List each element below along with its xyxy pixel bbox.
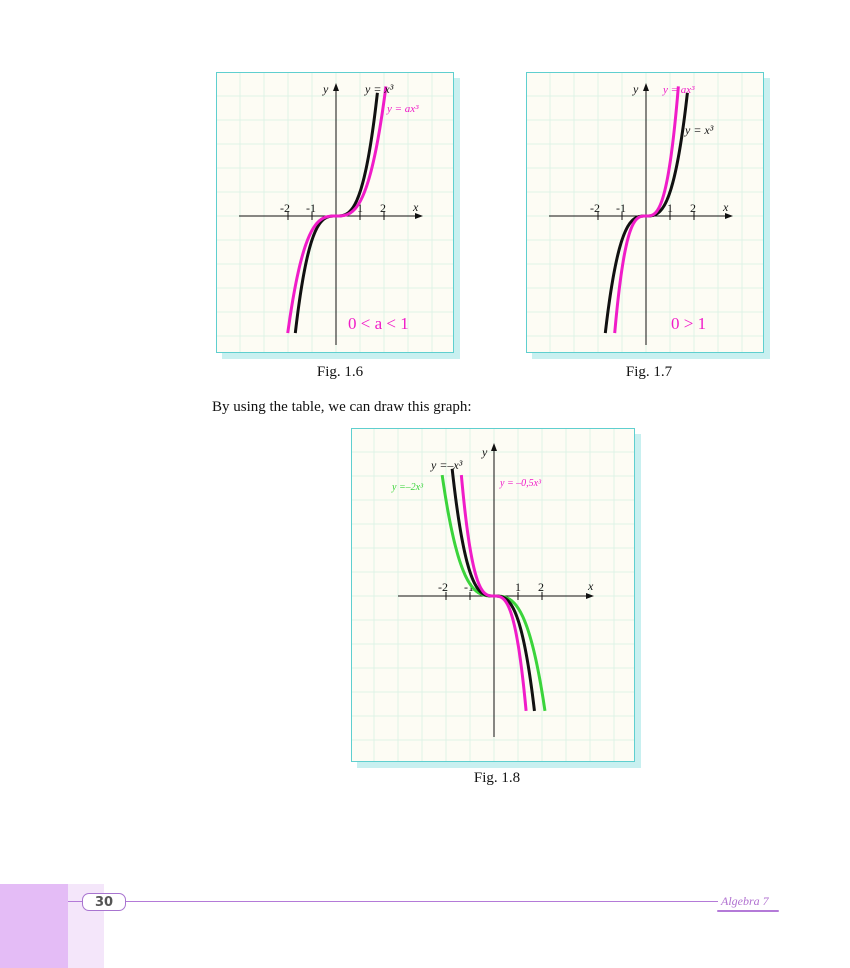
page-number: 30 <box>82 893 126 911</box>
x-axis-arrow <box>415 213 423 219</box>
x-axis-arrow <box>586 593 594 599</box>
tick-label: 2 <box>538 580 544 594</box>
tick-label: 1 <box>357 201 363 215</box>
x-axis-label: x <box>722 200 729 214</box>
graph-panel: -2 -1 1 2 x y y = ax³ y = x³ 0 > 1 <box>526 72 764 353</box>
x-axis-label: x <box>587 579 594 593</box>
y-axis-arrow <box>491 443 497 451</box>
graph-svg: -2 -1 1 2 x y y = ax³ y = x³ 0 > 1 <box>527 73 763 352</box>
curve-label-y-x3: y = x³ <box>364 82 394 96</box>
y-axis-arrow <box>333 83 339 91</box>
book-title: Algebra 7 <box>721 894 769 908</box>
figure-caption: Fig. 1.6 <box>316 364 364 380</box>
condition-annotation: 0 > 1 <box>671 314 706 333</box>
tick-label: -2 <box>438 580 448 594</box>
tick-label: 2 <box>690 201 696 215</box>
tick-label: -2 <box>590 201 600 215</box>
footer-rule <box>68 901 718 902</box>
curve-label-y-x3: y = x³ <box>684 123 714 137</box>
curve-label-y-neg-x3: y =–x³ <box>430 458 463 472</box>
curve-y-ax3 <box>286 86 388 334</box>
figure-1-6: -2 -1 1 2 x y y = x³ y = ax³ 0 < a < 1 F… <box>216 72 460 380</box>
tick-label: 2 <box>380 201 386 215</box>
footer-color-strip <box>0 884 68 968</box>
tick-label: -2 <box>280 201 290 215</box>
curve-label-y-ax3: y = ax³ <box>386 103 419 115</box>
tick-label: 1 <box>667 201 673 215</box>
y-axis-label: y <box>481 445 488 459</box>
figure-caption: Fig. 1.7 <box>625 364 673 380</box>
curve-y-neg-2x3 <box>459 474 528 712</box>
curve-y-ax3 <box>613 86 680 334</box>
curve-label-y-neg-2x3: y =–2x³ <box>391 482 424 493</box>
tick-label: -1 <box>306 201 316 215</box>
y-axis-label: y <box>632 82 639 96</box>
book-title-underline <box>717 910 779 912</box>
figure-1-8: -2 -1 1 2 x y y =–x³ y =–2x³ y = –0,5x³ … <box>351 428 641 786</box>
tick-label: 1 <box>515 580 521 594</box>
graph-panel: -2 -1 1 2 x y y =–x³ y =–2x³ y = –0,5x³ <box>351 428 635 762</box>
curve-label-y-neg-0-5x3: y = –0,5x³ <box>499 478 542 489</box>
x-axis-arrow <box>725 213 733 219</box>
y-axis-label: y <box>322 82 329 96</box>
condition-annotation: 0 < a < 1 <box>348 314 409 333</box>
graph-svg: -2 -1 1 2 x y y =–x³ y =–2x³ y = –0,5x³ <box>352 429 634 761</box>
x-axis-label: x <box>412 200 419 214</box>
tick-label: -1 <box>616 201 626 215</box>
tick-label: -1 <box>464 580 474 594</box>
y-axis-arrow <box>643 83 649 91</box>
figure-caption: Fig. 1.8 <box>473 770 521 786</box>
graph-svg: -2 -1 1 2 x y y = x³ y = ax³ 0 < a < 1 <box>217 73 453 352</box>
graph-panel: -2 -1 1 2 x y y = x³ y = ax³ 0 < a < 1 <box>216 72 454 353</box>
figure-1-7: -2 -1 1 2 x y y = ax³ y = x³ 0 > 1 Fig. … <box>526 72 770 380</box>
body-paragraph: By using the table, we can draw this gra… <box>212 399 472 415</box>
curve-label-y-ax3: y = ax³ <box>662 84 695 96</box>
